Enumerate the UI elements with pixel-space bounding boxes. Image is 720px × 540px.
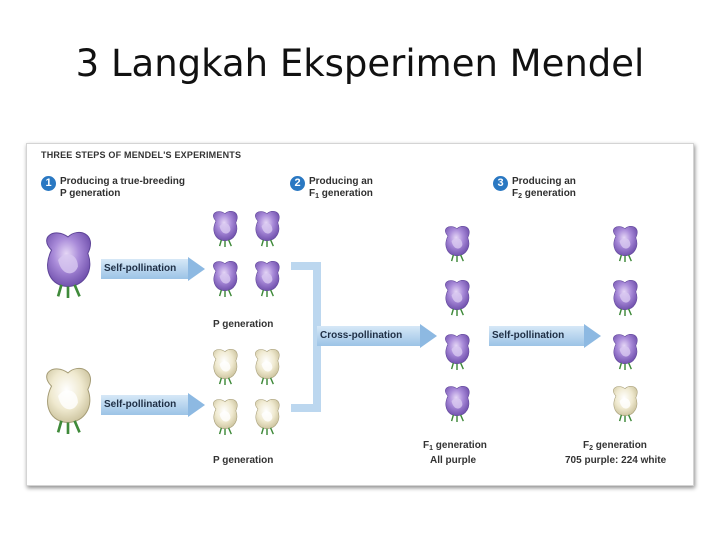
step-3-line1: Producing an bbox=[512, 176, 576, 187]
f1-result-label: All purple bbox=[430, 455, 477, 466]
p-generation-top-label: P generation bbox=[213, 319, 274, 330]
p-white-flower-2 bbox=[254, 348, 280, 386]
step-2-line1: Producing an bbox=[309, 176, 373, 187]
parent-white-flower bbox=[45, 367, 92, 436]
f2-white-flower-1 bbox=[612, 385, 638, 423]
p-white-flower-3 bbox=[212, 398, 238, 436]
figure-header: THREE STEPS OF MENDEL'S EXPERIMENTS bbox=[41, 150, 242, 160]
f1-purple-flower-3 bbox=[444, 333, 470, 371]
step-2-number: 2 bbox=[290, 176, 305, 191]
f2-purple-flower-1 bbox=[612, 225, 638, 263]
f1-purple-flower-4 bbox=[444, 385, 470, 423]
self-pollination-bottom-label: Self-pollination bbox=[104, 399, 177, 410]
f2-result-label: 705 purple: 224 white bbox=[565, 455, 667, 466]
cross-pollination-arrow: Cross-pollination bbox=[317, 324, 437, 348]
p-purple-flower-1 bbox=[212, 210, 238, 248]
p-white-flower-1 bbox=[212, 348, 238, 386]
step-2: 2 Producing an F1 generation bbox=[290, 176, 459, 203]
step-3: 3 Producing an F2 generation bbox=[493, 176, 662, 203]
p-generation-bottom-label: P generation bbox=[213, 455, 274, 466]
cross-pollination-label: Cross-pollination bbox=[320, 330, 403, 341]
step-2-text: Producing an F1 generation bbox=[309, 176, 459, 203]
self-pollination-top-label: Self-pollination bbox=[104, 263, 177, 274]
step-1-line1: Producing a true-breeding bbox=[60, 176, 186, 187]
parent-purple-flower bbox=[45, 231, 92, 300]
self-pollination-arrow-top: Self-pollination bbox=[101, 257, 205, 281]
f2-purple-flower-3 bbox=[612, 333, 638, 371]
p-purple-flower-3 bbox=[212, 260, 238, 298]
f1-purple-flower-2 bbox=[444, 279, 470, 317]
self-pollination-f1-label: Self-pollination bbox=[492, 330, 565, 341]
f2-generation-label: F2 generation bbox=[583, 440, 647, 452]
f1-purple-flower-1 bbox=[444, 225, 470, 263]
self-pollination-arrow-bottom: Self-pollination bbox=[101, 393, 205, 417]
slide-title: 3 Langkah Eksperimen Mendel bbox=[75, 42, 645, 85]
p-purple-flower-4 bbox=[254, 260, 280, 298]
step-3-text: Producing an F2 generation bbox=[512, 176, 662, 203]
step-1: 1 Producing a true-breeding P generation bbox=[41, 176, 210, 200]
step-3-line2: F2 generation bbox=[512, 188, 576, 200]
step-1-text: Producing a true-breeding P generation bbox=[60, 176, 210, 200]
step-1-line2: P generation bbox=[60, 188, 121, 199]
step-3-number: 3 bbox=[493, 176, 508, 191]
f1-generation-label: F1 generation bbox=[423, 440, 487, 452]
p-white-flower-4 bbox=[254, 398, 280, 436]
f2-purple-flower-2 bbox=[612, 279, 638, 317]
step-2-line2: F1 generation bbox=[309, 188, 373, 200]
mendel-figure: THREE STEPS OF MENDEL'S EXPERIMENTS 1 Pr… bbox=[26, 143, 694, 486]
self-pollination-arrow-f1: Self-pollination bbox=[489, 324, 601, 348]
step-1-number: 1 bbox=[41, 176, 56, 191]
p-purple-flower-2 bbox=[254, 210, 280, 248]
